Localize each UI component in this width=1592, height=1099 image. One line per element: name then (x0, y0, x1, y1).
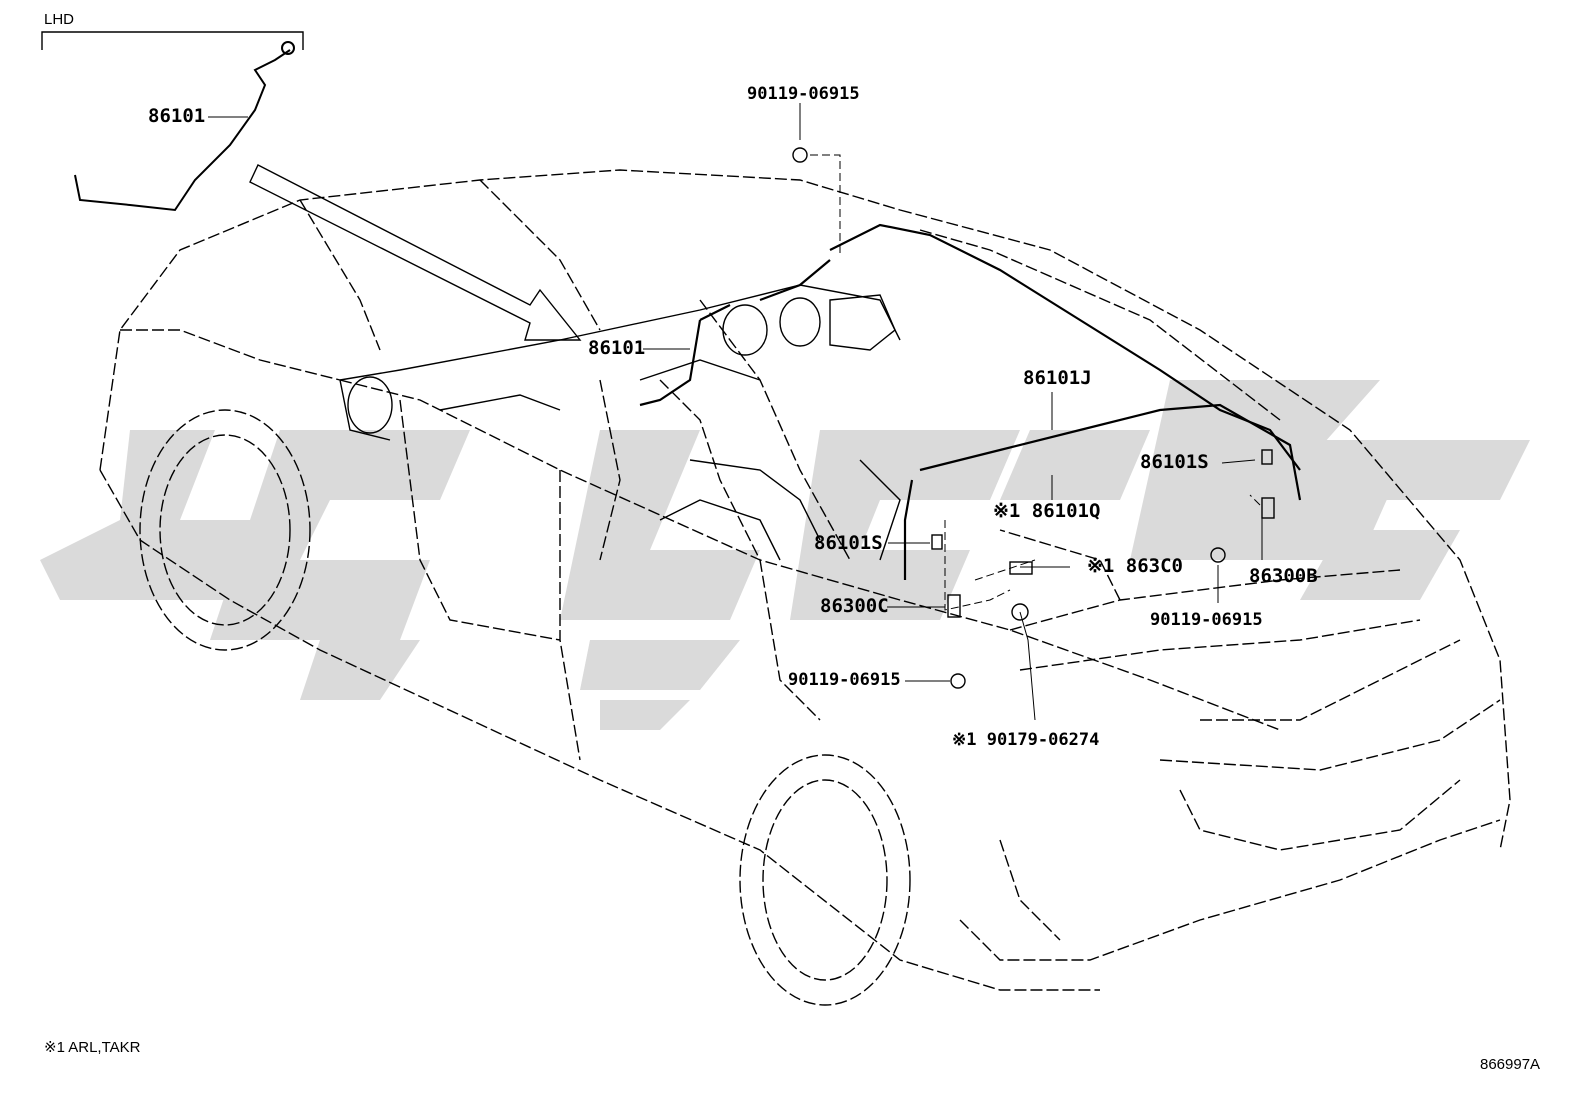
callout-bolt-right[interactable]: 90119-06915 (1150, 610, 1263, 630)
callout-86300C[interactable]: 86300C (820, 595, 889, 617)
callout-86300B[interactable]: 86300B (1249, 565, 1318, 587)
callout-86101J[interactable]: 86101J (1023, 367, 1092, 389)
callout-86101-main[interactable]: 86101 (588, 337, 646, 359)
inset-arrow (249, 164, 582, 341)
rear-wheel (739, 754, 911, 1006)
sensor-clip-icon (931, 449, 1275, 618)
bolt-icon (792, 147, 1226, 689)
callout-863C0[interactable]: ※1 863C0 (1087, 555, 1183, 577)
callout-bolt-left[interactable]: 90119-06915 (788, 670, 901, 690)
callout-86101S-right[interactable]: 86101S (1140, 451, 1209, 473)
callout-bolt-top[interactable]: 90119-06915 (747, 84, 860, 104)
front-wheel (139, 409, 311, 651)
leader-lines (208, 103, 1263, 721)
car-outline (99, 169, 1511, 991)
dashboard (339, 284, 901, 561)
lhd-bracket (41, 31, 304, 50)
callout-86101-inset[interactable]: 86101 (148, 105, 206, 127)
fastener-guides (810, 154, 1261, 611)
variant-label: LHD (44, 11, 75, 28)
callout-86101S-left[interactable]: 86101S (814, 532, 883, 554)
footnote: ※1 ARL,TAKR (44, 1039, 141, 1056)
watermark-logo (40, 380, 1530, 730)
inset-harness-86101 (74, 41, 295, 212)
callout-90179[interactable]: ※1 90179-06274 (952, 730, 1100, 750)
callout-86101Q[interactable]: ※1 86101Q (993, 500, 1101, 522)
diagram-id: 866997A (1480, 1056, 1541, 1073)
roof-harness-86101J (639, 223, 1302, 580)
